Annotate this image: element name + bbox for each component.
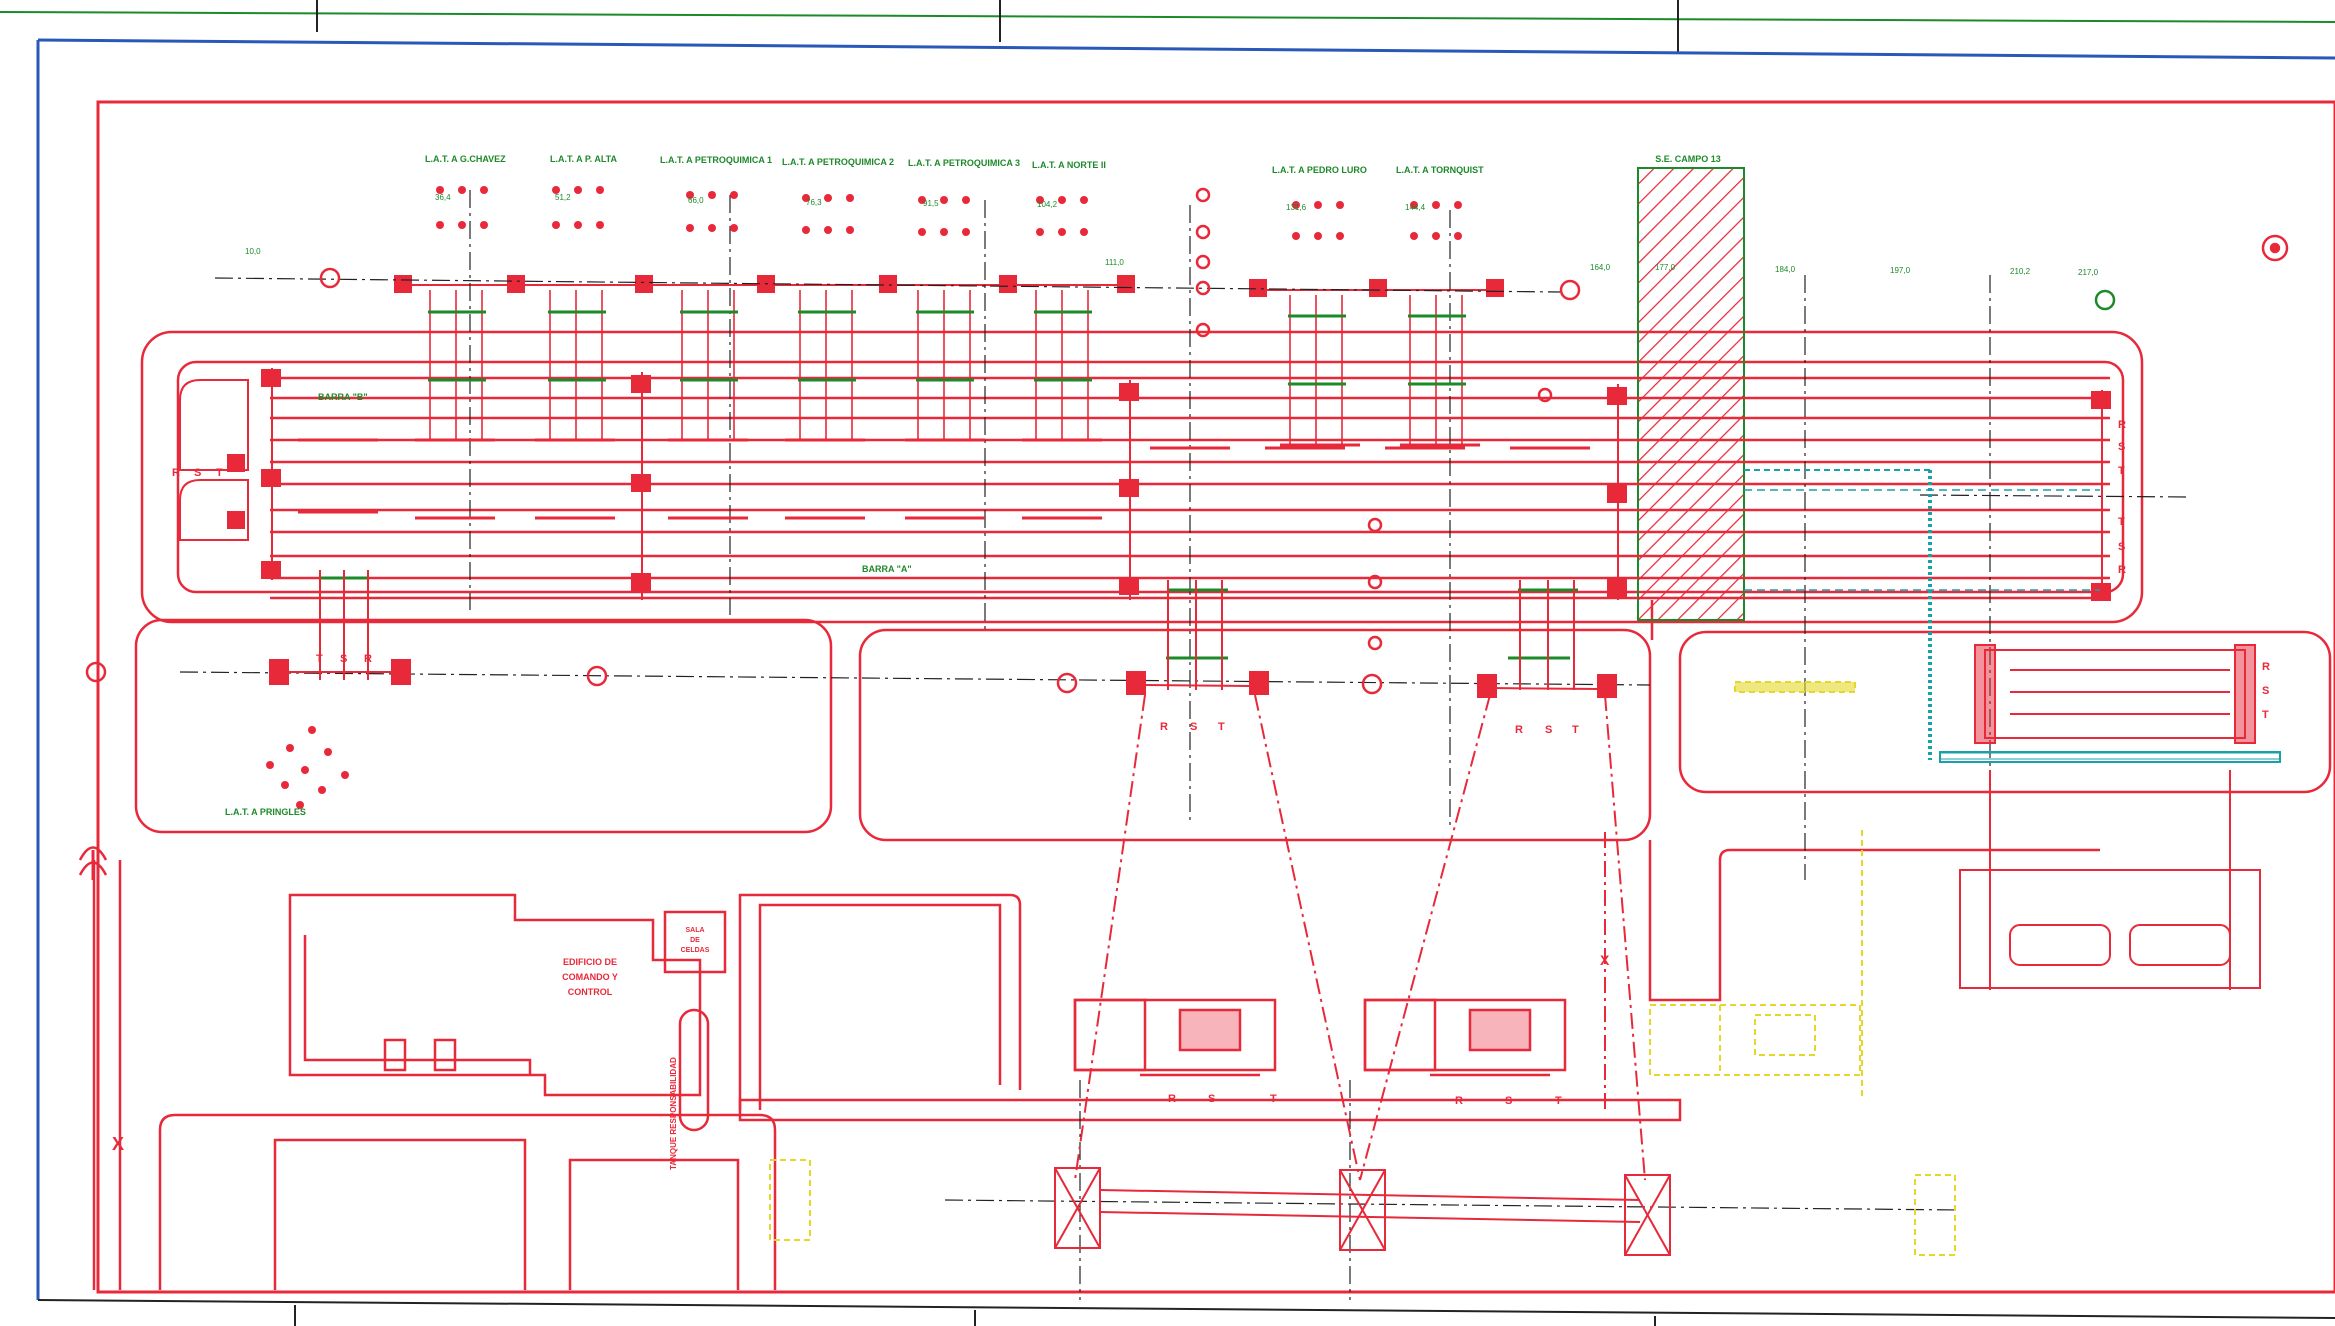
mv-busway	[1054, 1167, 1671, 1256]
pringles-bay	[78, 379, 249, 880]
phase-t-trafo2: T	[1555, 1095, 1562, 1107]
line-label-petro3: L.A.T. A PETROQUIMICA 3	[908, 158, 1020, 168]
phase-t-pringles: T	[316, 653, 323, 665]
transformers	[1073, 998, 1567, 1077]
building-label-3: CONTROL	[568, 987, 613, 997]
mv-panel	[1744, 469, 2281, 990]
phase-labels: R S T T S R R S T R S T R S T R S T R S …	[172, 419, 2270, 1107]
bar-a-label: BARRA "A"	[862, 564, 912, 574]
line-label-luro: L.A.T. A PEDRO LURO	[1272, 165, 1367, 175]
line-km-norte: 104,2	[1037, 200, 1058, 209]
lighting-posts	[85, 187, 2289, 695]
line-labels: L.A.T. A G.CHAVEZ L.A.T. A P. ALTA L.A.T…	[225, 154, 1484, 817]
line-km-chavez: 36,4	[435, 193, 451, 202]
phase-s-trafo2: S	[1505, 1095, 1512, 1107]
building-label-2: COMANDO Y	[562, 972, 618, 982]
phase-r-left: R	[172, 467, 180, 479]
marker-x-left: X	[112, 1134, 124, 1154]
phase-t-bay2: T	[1572, 724, 1579, 736]
dim-164: 164,0	[1590, 263, 1611, 272]
sala-label-3: CELDAS	[681, 947, 710, 954]
line-km-petro3: 91,5	[923, 199, 939, 208]
bay-beams	[298, 438, 1590, 520]
phase-r-right2: R	[2118, 564, 2126, 576]
phase-r-right: R	[2118, 419, 2126, 431]
tank-label: TANQUE RESPONSABILIDAD	[669, 1057, 678, 1170]
phase-r-trafo2: R	[1455, 1095, 1463, 1107]
line-km-petro1: 66,0	[688, 196, 704, 205]
phase-t-trafo1: T	[1270, 1093, 1277, 1105]
line-km-alta: 51,2	[555, 193, 571, 202]
phase-r-panel: R	[2262, 661, 2270, 673]
building-label-1: EDIFICIO DE	[563, 957, 617, 967]
line-label-pringles: L.A.T. A PRINGLES	[225, 807, 306, 817]
phase-s-right: S	[2118, 441, 2125, 453]
future-transformer	[769, 681, 1956, 1256]
marker-x-center: X	[1600, 952, 1610, 968]
phase-s-trafo1: S	[1208, 1093, 1215, 1105]
dim-10: 10,0	[245, 247, 261, 256]
campo-13-label: S.E. CAMPO 13	[1655, 154, 1721, 164]
phase-t-left: T	[216, 467, 223, 479]
phase-s-left: S	[194, 467, 201, 479]
phase-r-bay2: R	[1515, 724, 1523, 736]
line-label-petro1: L.A.T. A PETROQUIMICA 1	[660, 155, 772, 165]
line-label-chavez: L.A.T. A G.CHAVEZ	[425, 154, 506, 164]
phase-s-bay1: S	[1190, 721, 1197, 733]
roads	[92, 330, 2332, 1290]
dim-177: 177,0	[1655, 263, 1676, 272]
dim-184: 184,0	[1775, 265, 1796, 274]
phase-r-pringles: R	[364, 653, 372, 665]
sala-label-1: SALA	[685, 927, 704, 934]
top-gantry	[394, 275, 1504, 297]
phase-t-right2: T	[2118, 516, 2125, 528]
sala-label-2: DE	[690, 937, 700, 944]
phase-s-panel: S	[2262, 685, 2269, 697]
phase-r-bay1: R	[1160, 721, 1168, 733]
control-building	[288, 893, 727, 1132]
bay-connections	[429, 290, 1463, 445]
dimension-labels: 164,0 177,0 184,0 197,0 210,2 217,0 111,…	[245, 247, 2099, 277]
dim-111: 111,0	[1105, 258, 1124, 267]
line-label-petro2: L.A.T. A PETROQUIMICA 2	[782, 157, 894, 167]
equipment-bars	[320, 310, 1578, 660]
bar-labels: BARRA "B" BARRA "A"	[318, 392, 912, 574]
phase-t-right: T	[2118, 465, 2125, 477]
building-label: EDIFICIO DE COMANDO Y CONTROL SALA DE CE…	[562, 927, 710, 1170]
dim-217: 217,0	[2078, 268, 2099, 277]
dim-197: 197,0	[1890, 266, 1911, 275]
line-km-luro: 131,6	[1286, 203, 1307, 212]
markers: X X	[112, 952, 1610, 1154]
lower-bays	[269, 570, 1617, 698]
phase-s-right2: S	[2118, 541, 2125, 553]
phase-t-panel: T	[2262, 709, 2269, 721]
dim-210: 210,2	[2010, 267, 2031, 276]
line-label-tornquist: L.A.T. A TORNQUIST	[1396, 165, 1484, 175]
phase-s-bay2: S	[1545, 724, 1552, 736]
campo-13-area: S.E. CAMPO 13	[1637, 154, 1745, 621]
phase-t-bay1: T	[1218, 721, 1225, 733]
line-label-norte: L.A.T. A NORTE II	[1032, 160, 1106, 170]
bus-portals	[261, 368, 2111, 601]
insulator-dots	[266, 186, 1462, 809]
feed-lines	[1074, 694, 1646, 1181]
line-label-alta: L.A.T. A P. ALTA	[550, 154, 617, 164]
bar-b-label: BARRA "B"	[318, 392, 368, 402]
phase-r-trafo1: R	[1168, 1093, 1176, 1105]
phase-s-pringles: S	[340, 653, 347, 665]
line-km-petro2: 76,3	[806, 198, 822, 207]
line-km-tornquist: 144,4	[1405, 203, 1426, 212]
